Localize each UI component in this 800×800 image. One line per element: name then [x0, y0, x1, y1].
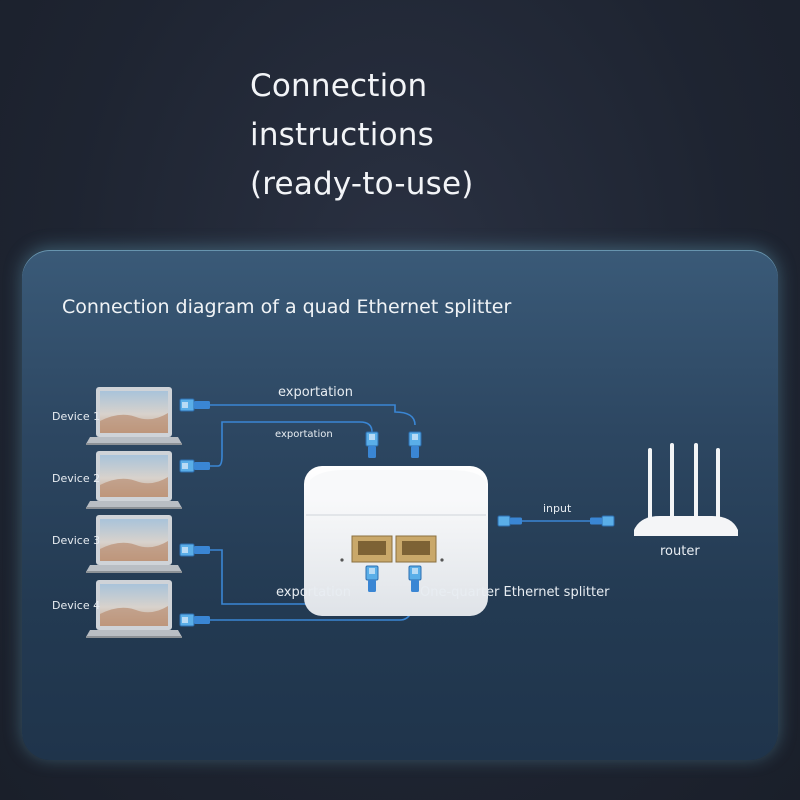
laptop-device-2 — [86, 451, 182, 509]
device-4-label: Device 4 — [52, 599, 101, 612]
device-2-label: Device 2 — [52, 472, 101, 485]
plug-splitter-top-left — [365, 431, 379, 459]
splitter-label: One-quarter Ethernet splitter — [420, 585, 610, 600]
router — [634, 443, 738, 536]
title-line-3: (ready-to-use) — [250, 166, 474, 202]
ethernet-splitter — [304, 466, 488, 616]
laptop-device-4 — [86, 580, 182, 638]
plug-splitter-top-right — [408, 431, 422, 459]
laptop-device-3 — [86, 515, 182, 573]
diagram-heading: Connection diagram of a quad Ethernet sp… — [62, 296, 512, 318]
title-line-1: Connection — [250, 68, 428, 104]
device-1-label: Device 1 — [52, 410, 101, 423]
title-line-2: instructions — [250, 117, 434, 153]
exportation-label-second: exportation — [275, 429, 333, 440]
input-label: input — [543, 502, 572, 515]
plug-device-2 — [179, 459, 211, 473]
device-3-label: Device 3 — [52, 534, 101, 547]
plug-input-right — [590, 515, 615, 527]
plug-device-3 — [179, 543, 211, 557]
plug-input-left — [497, 515, 522, 527]
router-label: router — [660, 544, 700, 559]
laptop-device-1 — [86, 387, 182, 445]
exportation-label-bottom: exportation — [276, 585, 351, 600]
exportation-label-top: exportation — [278, 385, 353, 400]
page-title: Connection instructions (ready-to-use) — [250, 62, 650, 209]
plug-device-1 — [179, 398, 211, 412]
plug-device-4 — [179, 613, 211, 627]
